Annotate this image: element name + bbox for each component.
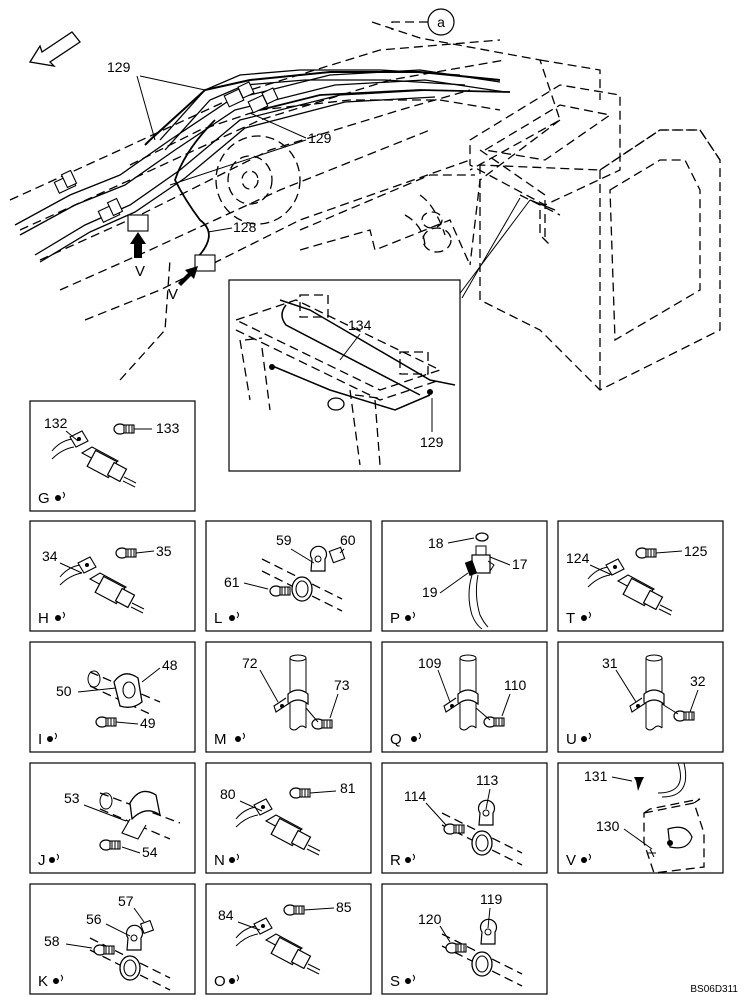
- part-label-56: 56: [86, 911, 102, 927]
- drum: [215, 135, 301, 225]
- part-label-34: 34: [42, 548, 58, 564]
- part-label-49: 49: [140, 715, 156, 731]
- panel-v: 131 130 V: [557, 762, 724, 874]
- part-label-61: 61: [224, 574, 240, 590]
- label-129-left: 129: [107, 59, 131, 75]
- part-label-53: 53: [64, 790, 80, 806]
- label-129-right: 129: [308, 130, 332, 146]
- part-label-57: 57: [118, 893, 134, 909]
- part-label-124: 124: [566, 550, 590, 566]
- panel-i: 48 50 49 I: [29, 641, 196, 753]
- panel-caption-l: L: [214, 610, 222, 627]
- part-label-109: 109: [418, 655, 442, 671]
- part-label-110: 110: [504, 677, 527, 693]
- part-label-31: 31: [602, 655, 618, 671]
- hose-bundle: [14, 69, 506, 263]
- panel-k: 57 56 58 K: [29, 883, 196, 995]
- callout-a-label: a: [437, 14, 445, 30]
- part-label-17: 17: [512, 556, 528, 572]
- part-label-48: 48: [162, 657, 178, 673]
- view-v-bracket: [127, 214, 216, 286]
- panel-caption-u: U: [566, 731, 577, 748]
- part-label-84: 84: [218, 907, 234, 923]
- panel-caption-v: V: [566, 852, 576, 869]
- cab: [469, 84, 721, 391]
- panel-h: 34 35 H: [29, 520, 196, 632]
- view-label-v2: V: [168, 286, 178, 303]
- panel-n: 80 81 N: [205, 762, 372, 874]
- part-label-85: 85: [336, 899, 352, 915]
- part-label-114: 114: [404, 788, 427, 804]
- part-label-50: 50: [56, 683, 72, 699]
- part-label-18: 18: [428, 535, 444, 551]
- panel-caption-g: G: [38, 490, 50, 507]
- part-label-130: 130: [596, 818, 620, 834]
- part-label-73: 73: [334, 677, 350, 693]
- panel-p: 18 17 19 P: [381, 520, 548, 632]
- panel-caption-o: O: [214, 973, 226, 990]
- panel-caption-j: J: [38, 852, 46, 869]
- label-128: 128: [233, 219, 257, 235]
- panel-s: 119 120 S: [381, 883, 548, 995]
- drawing-code: BS06D311: [690, 984, 738, 995]
- part-label-19: 19: [422, 584, 438, 600]
- inset-detail: 134 129: [228, 279, 461, 472]
- part-label-80: 80: [220, 786, 236, 802]
- part-label-131: 131: [584, 768, 608, 784]
- direction-arrow-icon: [28, 31, 81, 67]
- part-label-58: 58: [44, 933, 60, 949]
- panel-l: 59 60 61 L: [205, 520, 372, 632]
- label-134: 134: [348, 317, 372, 333]
- callout-a: a: [391, 8, 455, 36]
- part-label-60: 60: [340, 532, 356, 548]
- panel-caption-q: Q: [390, 731, 402, 748]
- panel-u: 31 32 U: [557, 641, 724, 753]
- panel-q: 109 110 Q: [381, 641, 548, 753]
- panel-g: 132 133 G: [29, 400, 196, 512]
- part-label-133: 133: [156, 420, 180, 436]
- view-label-v1: V: [135, 263, 145, 280]
- panel-r: 113 114 R: [381, 762, 548, 874]
- panel-caption-m: M: [214, 731, 227, 748]
- label-129-inset: 129: [420, 434, 444, 450]
- part-label-125: 125: [684, 543, 708, 559]
- panel-m: 72 73 M: [205, 641, 372, 753]
- part-label-132: 132: [44, 415, 68, 431]
- panel-caption-t: T: [566, 610, 575, 627]
- panel-o: 84 85 O: [205, 883, 372, 995]
- panel-caption-p: P: [390, 610, 400, 627]
- part-label-35: 35: [156, 543, 172, 559]
- view-arrow-icon: [178, 266, 198, 286]
- part-label-32: 32: [690, 673, 706, 689]
- panel-caption-n: N: [214, 852, 225, 869]
- panel-caption-s: S: [390, 973, 400, 990]
- part-label-54: 54: [142, 844, 158, 860]
- panel-j: 53 54 J: [29, 762, 196, 874]
- part-label-113: 113: [476, 772, 499, 788]
- top-illustration: a: [9, 8, 721, 472]
- part-label-120: 120: [418, 911, 442, 927]
- part-label-119: 119: [480, 891, 503, 907]
- panel-caption-k: K: [38, 973, 48, 990]
- panel-caption-i: I: [38, 731, 42, 748]
- panel-t: 124 125 T: [557, 520, 724, 632]
- view-arrow-icon: [130, 232, 146, 258]
- panel-caption-r: R: [390, 852, 401, 869]
- panel-caption-h: H: [38, 610, 49, 627]
- part-label-59: 59: [276, 532, 292, 548]
- wire-harness: [144, 71, 511, 261]
- part-label-72: 72: [242, 655, 258, 671]
- part-label-81: 81: [340, 780, 356, 796]
